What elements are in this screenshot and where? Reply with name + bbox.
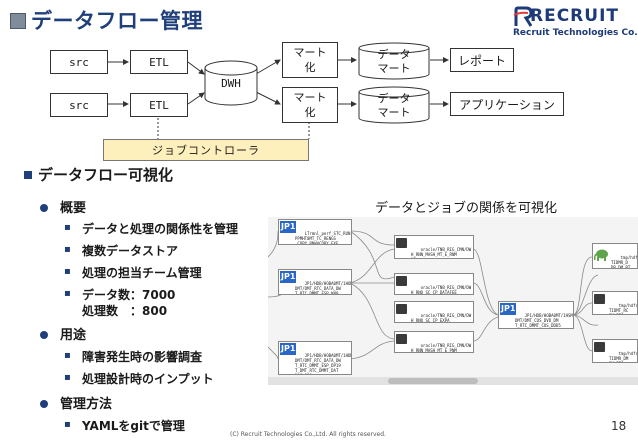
file-icon [396,276,407,286]
list-item: 複数データストア [82,244,179,258]
page-title: データフロー管理 [31,9,203,33]
datamart-label-bottom: データ マート [377,92,411,119]
arrow-dwh-mart-top [255,59,281,75]
elephant-icon [594,249,608,261]
recruit-logo-mark [513,6,533,27]
page-number: 18 [611,419,627,433]
arrow-etl-dwh-bottom [187,92,205,105]
job-controller-box: ジョブコントローラ [103,139,309,161]
visualization-caption: データとジョブの関係を可視化 [375,201,558,216]
lineage-node-label: tmp/hdfs/ TIDMT_RC DM_RTC [609,303,638,314]
list-item: 処理の担当チーム管理 [82,266,202,280]
group-heading-overview: 概要 [60,201,87,216]
src-box-bottom: src [50,93,108,117]
report-box: レポート [450,48,514,72]
dwh-cylinder [204,60,258,106]
file-icon [594,342,605,352]
list-item: 処理数 ：800 [82,304,168,318]
lineage-node-label: tmp/hdfs/ TIDMR_D DB_DM_RT [611,255,638,269]
scrollbar-thumb[interactable] [388,378,478,384]
bullet-dot-icon [40,204,48,212]
lineage-node: oracle/TNB_RIG_CMN/DW H_RNN_MASH_MT_E_RN… [394,235,474,259]
list-item: 処理設計時のインプット [82,372,214,386]
logo-text: RECRUIT [530,6,619,26]
jp1-badge: JP1 [280,271,297,283]
list-item: YAMLをgitで管理 [82,419,185,433]
lineage-node-label: oracle/TNB_RIG_CMN/DW H_RNO_SC_CP_DATAFE… [411,285,472,295]
mart-box-top: マート 化 [282,42,338,78]
lineage-node: tmp/hdfs/ TIDMT_RC DM_RTC [592,291,638,315]
list-marker-icon: ▪ [64,244,71,255]
lineage-node: JP1 JP1/HDB/HOBA0MT/1HOM DMT/DMT_RTC_DAT… [278,269,352,295]
recruit-logo: RECRUIT Recruit Technologies Co.,Ltd. [512,6,638,42]
lineage-node-label: LTrmnl_perf_STC_RUN PPMHT0MT_TC_RENGS _C… [295,231,351,245]
dwh-label: DWH [221,77,241,90]
section-heading: データフロー可視化 [38,166,174,184]
mart-box-bottom: マート 化 [282,87,338,123]
group-heading-usage: 用途 [60,328,87,343]
lineage-node: oracle/TNB_RIG_CMN/DW H_RNO_SC_CP_EXPA N… [394,301,474,323]
lineage-node: oracle/TNB_RIG_CMN/DW H_RNO_SC_CP_DATAFE… [394,273,474,295]
lineage-node: JP1 LTrmnl_perf_STC_RUN PPMHT0MT_TC_RENG… [278,219,352,245]
lineage-node: tmp/hdfs/ TIDMR_DM DM_RTC [592,339,638,363]
arrow-dwh-mart-bottom [255,91,281,105]
lineage-edges [268,230,599,360]
file-icon [594,294,605,304]
lineage-node-selected: JP1 JP1/HDB/HOBA0MT/1HSM DMT/DMT_CUS_DVD… [498,301,574,329]
datamart-cylinder-bottom [358,86,430,124]
lineage-node-label: JP1/HDB/HOBA0MT/1HDM DMT/DMT_RTC_DATA_DW… [295,353,352,374]
list-item: データと処理の関係性を管理 [82,222,239,236]
arrow-etl-dwh-top [187,61,205,75]
group-heading-management: 管理方法 [60,397,113,412]
bullet-dot-icon [40,400,48,408]
file-icon [396,304,407,314]
list-marker-icon: ▪ [64,288,71,299]
horizontal-scrollbar[interactable] [268,377,638,385]
jp1-badge: JP1 [280,221,297,233]
lineage-node-label: oracle/TNB_RIG_CMN/DW H_RNN_MASH_MT_E_RN… [411,247,472,258]
src-box-top: src [50,50,108,74]
lineage-node-label: oracle/TNB_RIG_CMN/DW H_RNO_SC_CP_EXPA N… [411,313,472,323]
lineage-node-label: oracle/TNB_RIG_CMN/DW H_RNN_MASH_MT_E_PN… [411,343,472,353]
datamart-cylinder-top [358,42,430,80]
list-marker-icon: ▪ [64,372,71,383]
lineage-node-label: JP1/HDB/HOBA0MT/1HSM DMT/DMT_CUS_DVD_DM … [515,313,573,328]
datamart-label-top: データ マート [377,48,411,75]
title-square-icon [10,13,26,29]
lineage-node: JP1 JP1/HDB/HOBA0MT/1HDM DMT/DMT_RTC_DAT… [278,341,352,375]
file-icon [396,334,407,344]
etl-box-top: ETL [130,50,188,74]
application-box: アプリケーション [450,92,564,116]
logo-subtitle: Recruit Technologies Co.,Ltd. [513,28,638,38]
lineage-node-hadoop: tmp/hdfs/ TIDMR_D DB_DM_RT [592,243,638,269]
etl-box-bottom: ETL [130,93,188,117]
bullet-dot-icon [40,331,48,339]
list-item: データ数：7000 [82,288,176,302]
lineage-graph-screenshot: JP1 LTrmnl_perf_STC_RUN PPMHT0MT_TC_RENG… [268,217,638,385]
jp1-badge: JP1 [280,343,297,355]
jp1-badge: JP1 [500,303,517,315]
list-marker-icon: ▪ [64,266,71,277]
list-marker-icon: ▪ [64,419,71,430]
list-marker-icon: ▪ [64,222,71,233]
lineage-node-label: tmp/hdfs/ TIDMR_DM DM_RTC [609,351,638,362]
flow-connectors [108,57,449,139]
list-item: 障害発生時の影響調査 [82,350,203,364]
copyright-footer: (C) Recruit Technologies Co.,Ltd. All ri… [230,431,386,438]
lineage-node: oracle/TNB_RIG_CMN/DW H_RNN_MASH_MT_E_PN… [394,331,474,353]
list-marker-icon: ▪ [64,350,71,361]
file-icon [396,238,407,248]
lineage-node-label: JP1/HDB/HOBA0MT/1HOM DMT/DMT_RTC_DATA_DW… [295,281,352,295]
section-square-bullet-icon [24,171,32,179]
